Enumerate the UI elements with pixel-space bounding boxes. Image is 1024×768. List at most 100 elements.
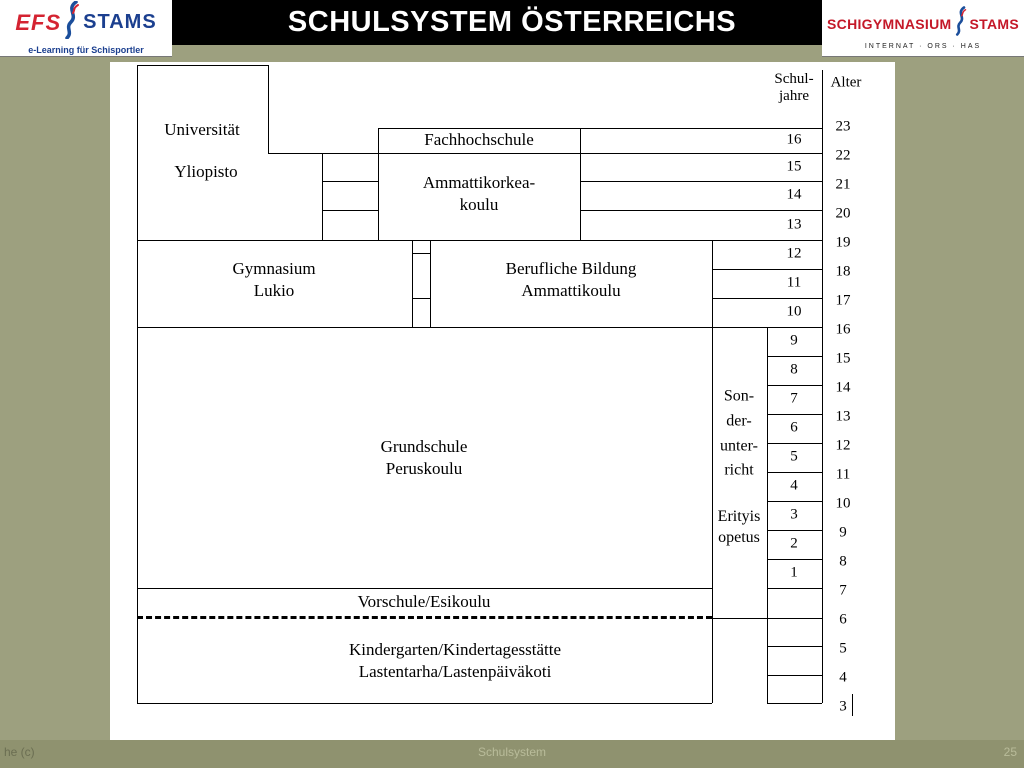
alter-value: 19 <box>835 234 851 251</box>
diagram-line <box>412 253 430 254</box>
alter-value: 23 <box>835 118 851 135</box>
diagram-line <box>767 414 822 415</box>
alter-value: 14 <box>835 379 851 396</box>
schuljahr-value: 10 <box>786 303 802 320</box>
schuljahr-value: 8 <box>790 361 798 378</box>
logo-schigymnasium-text: SCHIGYMNASIUM <box>827 15 952 32</box>
diagram-line <box>712 240 713 703</box>
diagram-line <box>767 327 768 703</box>
slide-title: SCHULSYSTEM ÖSTERREICHS <box>287 6 737 38</box>
diagram-line <box>767 472 822 473</box>
diagram-line <box>137 65 268 66</box>
logo-efs-text: EFS <box>15 9 62 35</box>
diagram-line <box>412 298 430 299</box>
logo-right-stams-text: STAMS <box>969 15 1019 32</box>
erityisopetus-label: Erityis opetus <box>717 508 761 546</box>
alter-value: 10 <box>835 495 851 512</box>
diagram-line <box>712 618 822 619</box>
fachhochschule-label: Fachhochschule <box>424 129 534 149</box>
logo-schigymnasium-stams: SCHIGYMNASIUM STAMS INTERNAT · ORS · HAS <box>822 0 1024 57</box>
schuljahr-value: 9 <box>790 332 798 349</box>
schuljahr-value: 12 <box>786 245 802 262</box>
diagram-line <box>430 240 431 327</box>
diagram-line <box>580 181 822 182</box>
diagram-line <box>767 588 822 589</box>
alter-value: 21 <box>835 176 851 193</box>
diagram-line <box>137 327 822 328</box>
diagram-line <box>767 703 822 704</box>
schuljahre-header: Schul- jahre <box>774 70 814 104</box>
diagram-line <box>378 128 379 240</box>
alter-value: 17 <box>835 292 851 309</box>
alter-value: 7 <box>839 582 847 599</box>
schuljahr-value: 7 <box>790 390 798 407</box>
footer-center-text: Schulsystem <box>477 745 547 759</box>
diagram-line <box>137 616 712 619</box>
diagram-line <box>268 65 269 153</box>
alter-value: 16 <box>835 321 851 338</box>
logo-right-row: SCHIGYMNASIUM STAMS <box>827 6 1019 41</box>
schuljahr-value: 16 <box>786 131 802 148</box>
diagram-line <box>137 65 138 703</box>
slide-content-panel: Universität Yliopisto Fachhochschule Amm… <box>110 62 895 740</box>
kindergarten-label: Kindergarten/Kindertagesstätte Lastentar… <box>348 639 562 681</box>
schuljahr-value: 4 <box>790 477 798 494</box>
schuljahr-value: 6 <box>790 419 798 436</box>
alter-value: 3 <box>839 698 847 715</box>
diagram-line <box>580 128 581 240</box>
ski-swoosh-icon <box>955 6 967 41</box>
footer-bar: he (c) Schulsystem 25 <box>0 740 1024 768</box>
logo-right-subtitle: INTERNAT · ORS · HAS <box>864 43 982 50</box>
diagram-line <box>767 501 822 502</box>
vorschule-label: Vorschule/Esikoulu <box>357 591 491 611</box>
alter-value: 4 <box>839 669 847 686</box>
logo-left-subtitle: e-Learning für Schisportler <box>28 45 144 55</box>
alter-value: 11 <box>835 466 851 483</box>
diagram-line <box>767 530 822 531</box>
footer-page-number: 25 <box>1003 745 1017 759</box>
schuljahr-value: 15 <box>786 158 802 175</box>
sonderunterricht-label: Son- der- unter- richt <box>720 387 758 479</box>
diagram-line <box>767 675 822 676</box>
logo-efs-stams: EFS STAMS e-Learning für Schisportler <box>0 0 172 57</box>
diagram-line <box>378 128 822 129</box>
diagram-line <box>712 298 822 299</box>
alter-value: 18 <box>835 263 851 280</box>
diagram-line <box>137 588 712 589</box>
diagram-line <box>137 703 712 704</box>
logo-stams-text: STAMS <box>83 11 157 33</box>
alter-header: Alter <box>830 74 862 91</box>
alter-value: 13 <box>835 408 851 425</box>
schuljahr-value: 1 <box>790 564 798 581</box>
schuljahr-value: 3 <box>790 506 798 523</box>
diagram-line <box>137 240 822 241</box>
diagram-line <box>412 240 413 327</box>
schuljahr-value: 5 <box>790 448 798 465</box>
schuljahr-value: 2 <box>790 535 798 552</box>
logo-left-row: EFS STAMS <box>15 0 157 44</box>
alter-value: 20 <box>835 205 851 222</box>
diagram-line <box>322 181 378 182</box>
universitaet-label: Universität <box>164 119 240 139</box>
alter-value: 8 <box>839 553 847 570</box>
school-system-diagram: Universität Yliopisto Fachhochschule Amm… <box>110 62 895 740</box>
diagram-line <box>822 70 823 703</box>
diagram-line <box>767 646 822 647</box>
schuljahr-value: 13 <box>786 216 802 233</box>
diagram-line <box>767 443 822 444</box>
diagram-line <box>322 210 378 211</box>
diagram-line <box>322 153 323 240</box>
alter-value: 5 <box>839 640 847 657</box>
footer-left-text: he (c) <box>4 745 35 759</box>
alter-value: 9 <box>839 524 847 541</box>
diagram-line <box>268 153 822 154</box>
alter-value: 15 <box>835 350 851 367</box>
diagram-line <box>767 385 822 386</box>
diagram-line <box>712 269 822 270</box>
berufliche-bildung-label: Berufliche Bildung Ammattikoulu <box>505 258 637 300</box>
diagram-line <box>580 210 822 211</box>
diagram-line <box>767 356 822 357</box>
grundschule-label: Grundschule Peruskoulu <box>380 436 468 478</box>
schuljahr-value: 14 <box>786 186 802 203</box>
